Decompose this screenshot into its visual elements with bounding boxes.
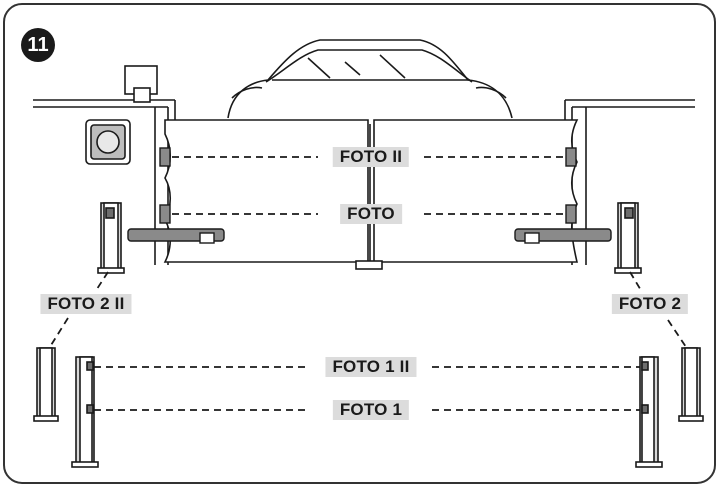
label-foto-2-ii: FOTO 2 II bbox=[40, 294, 132, 314]
post-foto-1-left bbox=[71, 356, 99, 468]
flashing-lamp bbox=[124, 65, 158, 103]
post-foto-2-far bbox=[678, 347, 704, 422]
post-foto-1-right bbox=[635, 356, 663, 468]
left-gearmotor bbox=[127, 228, 225, 244]
figure-frame bbox=[3, 3, 716, 484]
label-foto-1: FOTO 1 bbox=[332, 400, 410, 420]
gate-leaves bbox=[163, 119, 579, 270]
beam-foto-2-ii bbox=[47, 271, 109, 351]
car-outline bbox=[227, 39, 513, 119]
label-foto-1-ii: FOTO 1 II bbox=[325, 357, 417, 377]
key-selector bbox=[85, 119, 131, 165]
post-foto-2-near bbox=[614, 202, 642, 274]
figure-number-badge: 11 bbox=[21, 28, 55, 62]
label-foto-2: FOTO 2 bbox=[611, 294, 689, 314]
photocell-foto-ii-pair bbox=[159, 147, 577, 167]
post-foto-2-ii-far bbox=[33, 347, 59, 422]
post-foto-2-ii-near bbox=[97, 202, 125, 274]
label-foto: FOTO bbox=[340, 204, 402, 224]
label-foto-ii: FOTO II bbox=[332, 147, 410, 167]
right-gearmotor bbox=[514, 228, 612, 244]
beam-foto-2 bbox=[629, 271, 689, 351]
photocell-foto-pair bbox=[159, 204, 577, 224]
